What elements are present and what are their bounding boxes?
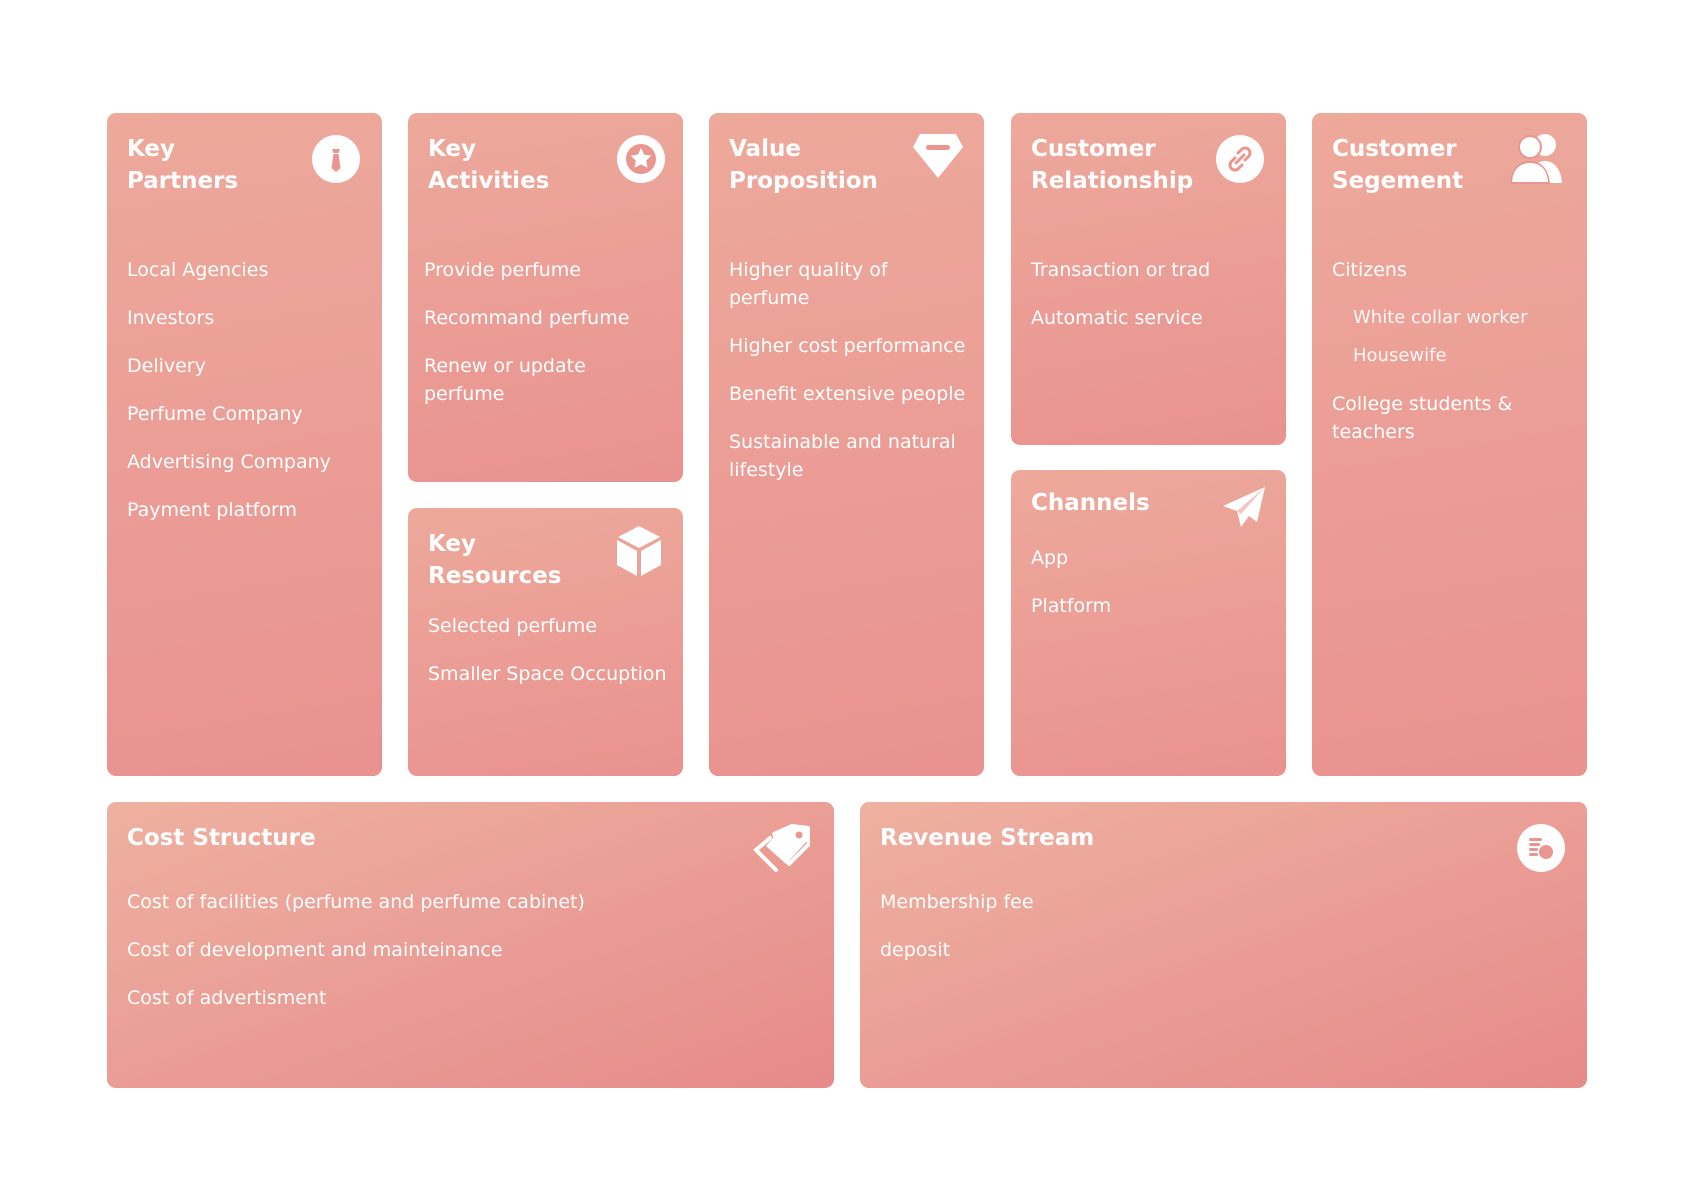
channels-title: Channels [1031, 490, 1150, 516]
list-item: Delivery [127, 355, 206, 377]
list-item: Local Agencies [127, 259, 269, 281]
channels-card: Channels App Platform [1011, 470, 1286, 776]
list-item: Housewife [1353, 345, 1447, 366]
key-resources-title: Key Resources [428, 531, 562, 589]
key-partners-card: Key Partners Local Agencies Investors De… [107, 113, 382, 776]
cube-icon [615, 524, 663, 578]
diamond-icon [912, 133, 964, 179]
list-item: Platform [1031, 595, 1112, 617]
list-item: Selected perfume [428, 615, 597, 637]
cost-structure-card: Cost Structure Cost of facilities (perfu… [107, 802, 834, 1088]
paper-plane-icon [1222, 486, 1266, 530]
list-item: Provide perfume [424, 259, 581, 281]
users-icon [1508, 131, 1568, 185]
list-item: Higher quality of perfume [729, 259, 888, 309]
list-item: Cost of facilities (perfume and perfume … [127, 891, 585, 913]
list-item: Perfume Company [127, 403, 303, 425]
customer-segment-card: Customer Segement Citizens White collar … [1312, 113, 1587, 776]
list-item: Sustainable and natural lifestyle [729, 431, 956, 481]
list-item: Advertising Company [127, 451, 331, 473]
customer-relationship-card: Customer Relationship Transaction or tra… [1011, 113, 1286, 445]
value-proposition-title: Value Proposition [729, 136, 878, 194]
customer-segment-title: Customer Segement [1332, 136, 1464, 194]
list-item: Smaller Space Occuption [428, 663, 667, 685]
customer-relationship-title: Customer Relationship [1031, 136, 1194, 194]
cost-structure-title: Cost Structure [127, 825, 316, 851]
list-item: Transaction or trad [1031, 259, 1211, 281]
list-item: College students & teachers [1332, 393, 1513, 443]
list-item: Benefit extensive people [729, 383, 966, 405]
list-item: Payment platform [127, 499, 297, 521]
list-item: Higher cost performance [729, 335, 966, 357]
key-resources-card: Key Resources Selected perfume Smaller S… [408, 508, 683, 776]
key-partners-title: Key Partners [127, 136, 239, 194]
list-item: Renew or update perfume [424, 355, 586, 405]
list-item: Cost of advertisment [127, 987, 327, 1009]
link-icon [1214, 133, 1266, 185]
list-item: Recommand perfume [424, 307, 630, 329]
star-icon [615, 133, 667, 185]
list-item: App [1031, 547, 1069, 569]
coins-icon [1515, 822, 1567, 874]
price-tags-icon [752, 824, 810, 872]
list-item: deposit [880, 939, 951, 961]
revenue-stream-card: Revenue Stream Membership fee deposit [860, 802, 1587, 1088]
key-activities-title: Key Activities [428, 136, 550, 194]
key-activities-card: Key Activities Provide perfume Recommand… [408, 113, 683, 482]
value-proposition-card: Value Proposition Higher quality of perf… [709, 113, 984, 776]
list-item: White collar worker [1353, 307, 1528, 328]
list-item: Cost of development and mainteinance [127, 939, 503, 961]
list-item: Automatic service [1031, 307, 1203, 329]
list-item: Investors [127, 307, 215, 329]
revenue-stream-title: Revenue Stream [880, 825, 1095, 851]
list-item: Citizens [1332, 259, 1407, 281]
tie-icon [310, 133, 362, 185]
list-item: Membership fee [880, 891, 1034, 913]
